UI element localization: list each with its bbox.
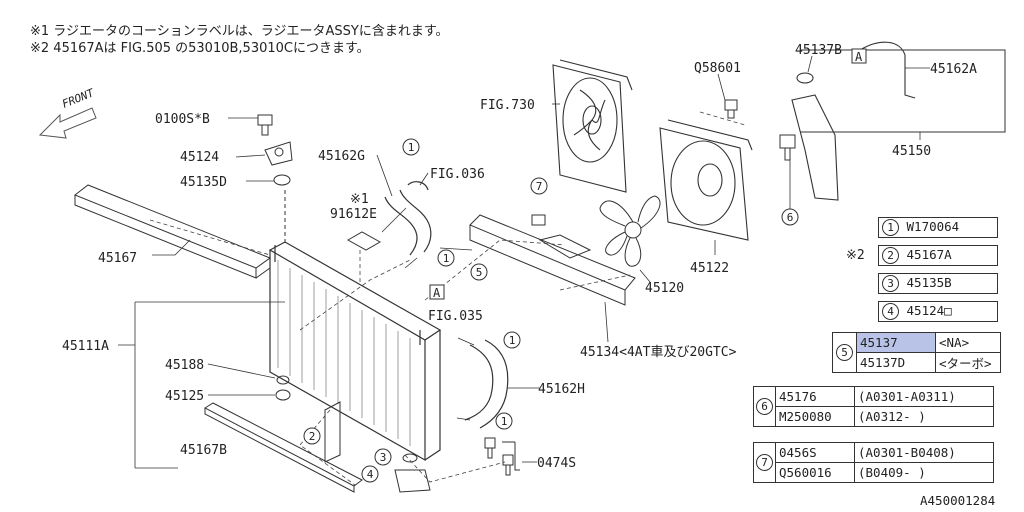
label-fig730: FIG.730 <box>480 98 535 113</box>
callout-3-icon: 3 <box>882 275 899 292</box>
label-45150: 45150 <box>892 144 931 159</box>
caution-note-2: ※2 45167Aは FIG.505 の53010B,53010Cにつきます。 <box>30 41 370 56</box>
lower-hose-45162h <box>464 339 509 429</box>
callout-1-c: 1 <box>509 334 516 347</box>
legend-part-3: 45135B <box>906 275 952 290</box>
callout-6-icon: 6 <box>756 398 773 415</box>
bushing-45188 <box>276 375 290 385</box>
legend-note-star2: ※2 <box>846 248 865 263</box>
label-45188: 45188 <box>165 358 204 373</box>
callout-1-d: 1 <box>501 415 508 428</box>
tank-frame <box>800 49 1006 133</box>
callout-6: 6 <box>787 211 794 224</box>
caution-note-1: ※1 ラジエータのコーションラベルは、ラジエータASSYに含まれます。 <box>30 24 449 39</box>
callout-7: 7 <box>536 180 543 193</box>
label-45167b: 45167B <box>180 443 227 458</box>
range-0456s: (A0301-B0408) <box>854 442 994 463</box>
label-45111a: 45111A <box>62 339 109 354</box>
range-q560016: (B0409- ) <box>854 462 994 483</box>
label-45162a: 45162A <box>930 62 977 77</box>
radiator-core <box>268 241 442 462</box>
legend-part-1: W170064 <box>906 219 960 234</box>
bolt-q58601 <box>724 99 738 119</box>
reference-marker-a-2: A <box>429 284 445 300</box>
front-label: FRONT <box>60 86 97 111</box>
legend-item-1: 1 W170064 <box>878 217 998 238</box>
bolt-item-6 <box>779 134 796 161</box>
part-m250080[interactable]: M250080 <box>775 406 855 427</box>
part-45176[interactable]: 45176 <box>775 386 855 407</box>
lower-bracket <box>394 469 431 493</box>
air-guide-45134 <box>469 214 636 306</box>
label-0474s: 0474S <box>537 456 576 471</box>
svg-text:A: A <box>855 50 863 64</box>
callout-5-icon: 5 <box>836 344 853 361</box>
callout-2: 2 <box>309 430 316 443</box>
upper-hose-45162g <box>384 181 432 256</box>
label-fig036: FIG.036 <box>430 167 485 182</box>
fan-45120 <box>599 195 661 267</box>
reference-marker-a-1: A <box>851 48 867 64</box>
caution-label-91612e <box>346 231 382 251</box>
range-45176: (A0301-A0311) <box>854 386 994 407</box>
label-fig035: FIG.035 <box>428 309 483 324</box>
table-item-7: 7 0456S (A0301-B0408) Q560016 (B0409- ) <box>753 442 994 483</box>
callout-1-a: 1 <box>408 141 415 154</box>
label-45135d: 45135D <box>180 175 227 190</box>
callout-5: 5 <box>476 266 483 279</box>
legend-item-3: 3 45135B <box>878 273 998 294</box>
cushion-45125 <box>275 389 291 401</box>
label-45162h: 45162H <box>538 382 585 397</box>
bolt-item-7 <box>531 214 546 226</box>
bracket-45124 <box>264 141 293 166</box>
callout-3: 3 <box>380 451 387 464</box>
label-45120: 45120 <box>645 281 684 296</box>
cond-na: <NA> <box>935 332 1001 353</box>
front-arrow-icon <box>38 107 97 139</box>
bolt-0474s-a <box>484 437 496 459</box>
seal-strip-45167b <box>203 402 363 493</box>
diagram-id: A450001284 <box>920 493 995 508</box>
label-45167: 45167 <box>98 251 137 266</box>
table-item-6: 6 45176 (A0301-A0311) M250080 (A0312- ) <box>753 386 994 427</box>
label-q58601: Q58601 <box>694 61 741 76</box>
table-item-5: 5 45137 <NA> 45137D <ターボ> <box>832 332 1001 373</box>
bolt-0100s <box>257 114 273 136</box>
callout-7-icon: 7 <box>756 454 773 471</box>
legend-item-4: 4 45124□ <box>878 301 998 322</box>
fan-shroud-45122 <box>659 119 753 241</box>
cushion-45135d <box>273 174 291 186</box>
legend-item-2: 2 45167A <box>878 245 998 266</box>
label-91612e: 91612E <box>330 207 377 222</box>
label-0100s-b: 0100S*B <box>155 112 210 127</box>
fan-shroud-fig730 <box>552 59 633 193</box>
label-45134: 45134<4AT車及び20GTC> <box>580 345 737 360</box>
callout-4: 4 <box>367 468 374 481</box>
label-45125: 45125 <box>165 389 204 404</box>
seal-item-2 <box>324 401 341 463</box>
range-m250080: (A0312- ) <box>854 406 994 427</box>
svg-text:A: A <box>433 286 441 300</box>
callout-1-icon: 1 <box>882 219 899 236</box>
part-45137[interactable]: 45137 <box>856 332 936 353</box>
bolt-0474s-b <box>502 454 514 476</box>
label-45137b: 45137B <box>795 43 842 58</box>
cond-turbo: <ターボ> <box>935 352 1001 373</box>
part-0456s[interactable]: 0456S <box>775 442 855 463</box>
legend-part-2: 45167A <box>906 247 952 262</box>
legend-part-4: 45124□ <box>906 303 952 318</box>
callout-4-icon: 4 <box>882 303 899 320</box>
label-45122: 45122 <box>690 261 729 276</box>
part-45137d[interactable]: 45137D <box>856 352 936 373</box>
reservoir-tank-45150 <box>791 41 916 201</box>
part-q560016[interactable]: Q560016 <box>775 462 855 483</box>
label-45162g: 45162G <box>318 149 365 164</box>
label-45124: 45124 <box>180 150 219 165</box>
callout-1-b: 1 <box>443 252 450 265</box>
callout-2-icon: 2 <box>882 247 899 264</box>
label-note-star1: ※1 <box>350 192 369 207</box>
